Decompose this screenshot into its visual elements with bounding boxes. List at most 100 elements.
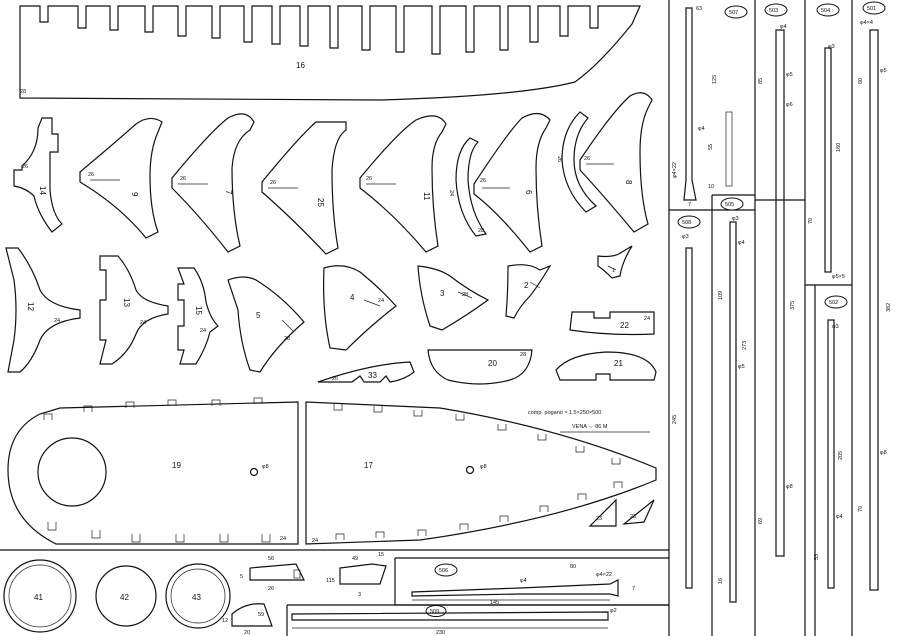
svg-text:φ3: φ3 [732, 216, 739, 222]
part-23a: 23 [588, 498, 617, 527]
svg-text:43: 43 [192, 593, 201, 602]
frame-11: 11 26 [359, 115, 447, 253]
sheet-grid [0, 0, 853, 636]
part-59: 59 20 12 [222, 603, 273, 636]
mast-507: 507 63 125 φ4 55 φ4×22 10 7 [672, 5, 748, 208]
spar-506: 506 145 80 φ4 φ4×22 7 [411, 563, 635, 606]
frame-7-label: 7 [224, 190, 233, 195]
svg-text:φ2: φ2 [610, 608, 617, 614]
frame-12: 12 24 [5, 247, 81, 373]
svg-text:23: 23 [630, 514, 636, 520]
mast-505: 505 φ3 φ4 φ5 109 273 16 [718, 197, 748, 603]
frame-1-label: 1 [612, 268, 615, 274]
svg-text:273: 273 [742, 341, 748, 350]
svg-text:φ3: φ3 [828, 44, 835, 50]
svg-text:501: 501 [867, 6, 876, 12]
svg-text:382: 382 [886, 303, 892, 312]
frame-15: 15 24 [177, 267, 219, 365]
mast-501: 501 φ4×4 φ5 φ8 60 382 70 [858, 1, 892, 591]
svg-text:φ4: φ4 [780, 24, 787, 30]
frame-3: 3 28 [417, 265, 490, 331]
frame-25: 25 26 [261, 121, 347, 255]
svg-text:504: 504 [821, 8, 830, 14]
svg-text:160: 160 [836, 143, 842, 152]
frame-15-label: 15 [194, 306, 203, 315]
svg-text:375: 375 [790, 301, 796, 310]
svg-text:22: 22 [620, 321, 629, 330]
svg-text:80: 80 [570, 564, 576, 570]
frame-14-label: 14 [38, 186, 47, 195]
frame-2-label: 2 [524, 281, 529, 290]
svg-text:507: 507 [729, 10, 738, 16]
slot-mark: 28 [20, 89, 26, 95]
svg-text:26: 26 [332, 376, 338, 382]
svg-text:20: 20 [244, 630, 250, 636]
svg-text:26: 26 [584, 156, 590, 162]
svg-text:63: 63 [696, 6, 702, 12]
part-21: 21 [555, 351, 657, 381]
svg-text:16: 16 [718, 578, 724, 584]
svg-text:φ4×22: φ4×22 [672, 162, 678, 178]
frame-11-label: 11 [422, 192, 431, 201]
svg-text:26: 26 [268, 586, 274, 592]
svg-text:φ8: φ8 [262, 464, 269, 470]
svg-text:42: 42 [120, 593, 129, 602]
svg-text:24: 24 [54, 318, 60, 324]
svg-text:509: 509 [430, 609, 439, 615]
svg-text:comp. pogano ≈ 1,5×250×500: comp. pogano ≈ 1,5×250×500 [528, 410, 601, 416]
svg-text:245: 245 [672, 415, 678, 424]
svg-text:φ4×4: φ4×4 [860, 20, 873, 26]
frame-6-label: 6 [524, 190, 533, 195]
ring-24: 24 28 [448, 137, 488, 237]
frame-13-label: 13 [122, 298, 131, 307]
svg-text:5: 5 [240, 574, 243, 580]
part-19: 19 φ8 24 [7, 397, 299, 545]
svg-text:φ8: φ8 [786, 484, 793, 490]
svg-text:56: 56 [268, 556, 274, 562]
frame-4-label: 4 [350, 293, 355, 302]
svg-text:70: 70 [808, 218, 814, 224]
svg-text:19: 19 [172, 461, 181, 470]
frame-9: 9 26 [79, 117, 163, 239]
svg-text:24: 24 [644, 316, 650, 322]
spar-509: 509 230 φ2 [291, 605, 617, 636]
svg-text:502: 502 [829, 300, 838, 306]
svg-text:21: 21 [614, 359, 623, 368]
svg-text:15: 15 [378, 552, 384, 558]
svg-text:506: 506 [439, 568, 448, 574]
frame-9-label: 9 [130, 192, 139, 197]
svg-text:7: 7 [632, 586, 635, 592]
svg-text:φ5×5: φ5×5 [832, 274, 845, 280]
svg-text:505: 505 [725, 202, 734, 208]
svg-text:69: 69 [758, 518, 764, 524]
mast-502: 502 φ3 φ4 205 53 [814, 295, 848, 589]
part-56: 56 26 5 [240, 556, 305, 592]
frame-12-label: 12 [26, 302, 35, 311]
frame-8-label: 8 [624, 180, 633, 185]
svg-text:24: 24 [200, 328, 206, 334]
svg-text:109: 109 [718, 291, 724, 300]
frame-5-label: 5 [256, 311, 261, 320]
mast-508: 508 φ3 245 [672, 215, 701, 589]
svg-text:φ6: φ6 [786, 102, 793, 108]
svg-text:17: 17 [364, 461, 373, 470]
svg-text:φ4×22: φ4×22 [596, 572, 612, 578]
svg-text:26: 26 [270, 180, 276, 186]
svg-text:φ5: φ5 [738, 364, 745, 370]
frame-25-label: 25 [316, 198, 325, 207]
svg-text:145: 145 [490, 600, 499, 606]
svg-text:φ3: φ3 [682, 234, 689, 240]
svg-text:φ4: φ4 [520, 578, 527, 584]
svg-text:125: 125 [712, 75, 718, 84]
svg-text:53: 53 [814, 554, 820, 560]
mast-504: 504 φ3 160 70 φ5×5 [808, 3, 845, 280]
disc-42: 42 [95, 565, 157, 627]
frame-2: 2 [505, 264, 552, 319]
frame-4: 4 24 [323, 265, 397, 351]
svg-text:φ8: φ8 [480, 464, 487, 470]
ring-43: 43 [165, 563, 231, 629]
svg-text:26: 26 [366, 176, 372, 182]
frame-5: 5 28 [227, 276, 305, 373]
mast-503: 503 φ4 φ5 φ6 φ8 85 375 69 [758, 3, 796, 557]
